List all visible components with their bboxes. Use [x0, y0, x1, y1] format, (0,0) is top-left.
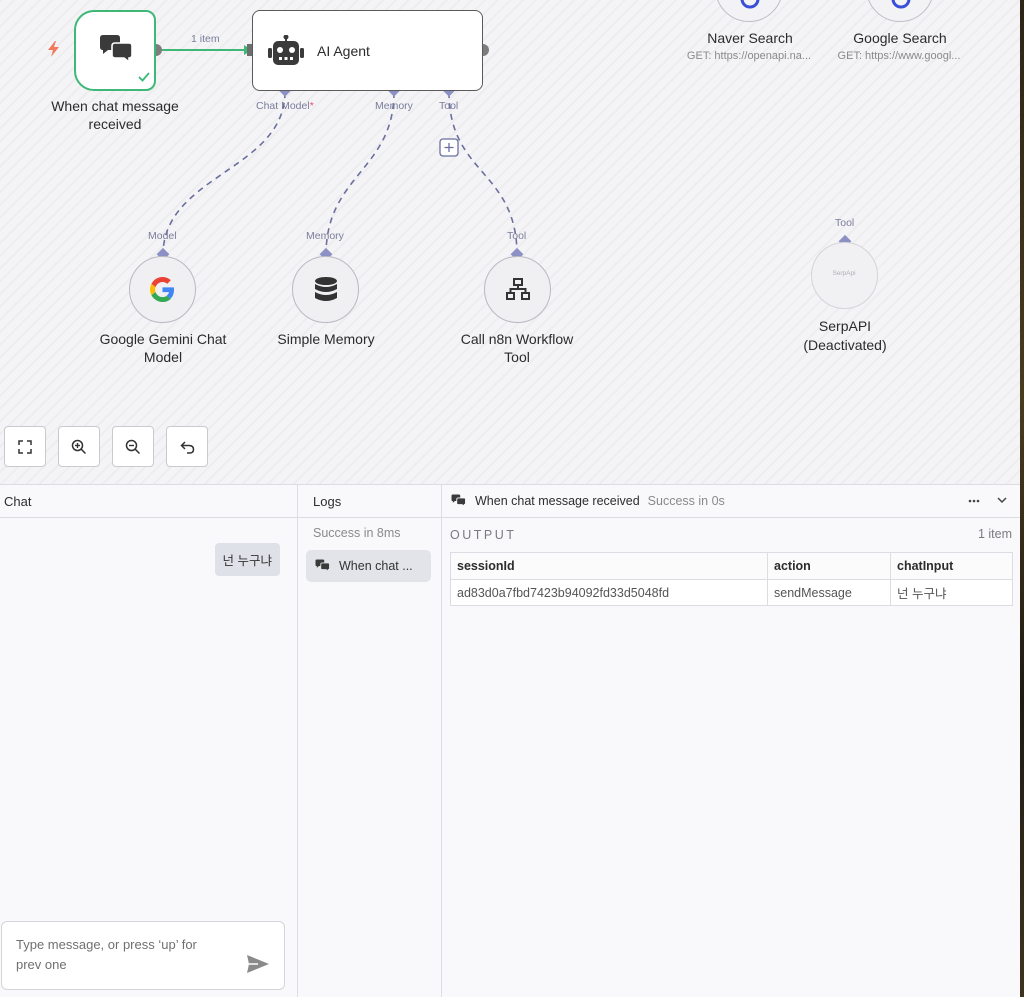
- output-panel-header: When chat message received Success in 0s: [442, 485, 1020, 518]
- output-table: sessionId action chatInput ad83d0a7fbd74…: [450, 552, 1013, 606]
- logs-list-panel: Logs Success in 8ms When chat ...: [298, 485, 442, 997]
- google-g-icon: [150, 277, 175, 302]
- desktop-background-edge: [1020, 0, 1024, 997]
- gemini-port-label: Model: [148, 230, 177, 242]
- table-cell-sessionid: ad83d0a7fbd7423b94092fd33d5048fd: [450, 579, 768, 606]
- robot-icon: [268, 35, 304, 65]
- log-entry-label: When chat ...: [339, 559, 413, 573]
- chat-bubbles-icon: [100, 35, 133, 64]
- chat-bubbles-icon: [451, 494, 466, 508]
- memory-port-label: Memory: [375, 100, 413, 112]
- simple-memory-node[interactable]: [292, 256, 359, 323]
- reset-zoom-icon: [179, 440, 194, 454]
- tool-edge: [448, 91, 518, 256]
- serpapi-logo-text: SerpApi: [832, 270, 856, 277]
- fit-view-icon: [18, 439, 32, 454]
- log-entry-trigger[interactable]: When chat ...: [306, 550, 431, 582]
- memory-edge: [325, 91, 395, 256]
- trigger-node[interactable]: [74, 10, 156, 91]
- zoom-in-button[interactable]: [58, 426, 100, 467]
- connection-item-count: 1 item: [191, 33, 220, 45]
- chat-panel-header: Chat: [0, 485, 297, 518]
- logs-panel-header: Logs: [298, 485, 441, 518]
- database-icon: [315, 277, 337, 301]
- tool-port-label: Tool: [439, 100, 459, 112]
- column-header-chatinput[interactable]: chatInput: [890, 552, 1013, 580]
- serpapi-label: SerpAPI (Deactivated): [803, 318, 887, 353]
- ai-agent-node[interactable]: AI Agent: [252, 10, 483, 91]
- logs-panel-title: Logs: [313, 493, 342, 509]
- call-workflow-tool-node[interactable]: [484, 256, 551, 323]
- node-output-panel: When chat message received Success in 0s…: [442, 485, 1020, 997]
- chat-model-port-label: Chat Model*: [256, 100, 314, 112]
- chat-input-placeholder: Type message, or press ‘up’ for prev one: [16, 937, 197, 972]
- naver-search-url: GET: https://openapi.na...: [686, 50, 812, 62]
- column-header-action[interactable]: action: [767, 552, 891, 580]
- google-gemini-label: Google Gemini Chat Model: [99, 331, 227, 365]
- globe-icon: [740, 0, 760, 9]
- serpapi-port-label: Tool: [835, 217, 855, 229]
- logs-panel-area: Chat 넌 누구냐 Type message, or press ‘up’ f…: [0, 484, 1020, 997]
- chat-panel-title: Chat: [4, 493, 32, 509]
- workflow-canvas[interactable]: When chat message received 1 item AI Age…: [0, 0, 1020, 484]
- table-row: ad83d0a7fbd7423b94092fd33d5048fd sendMes…: [450, 579, 1013, 606]
- trigger-node-label: When chat message received: [51, 98, 179, 132]
- agent-input-handle: [247, 44, 254, 56]
- table-cell-action: sendMessage: [767, 579, 891, 606]
- success-check-icon: [138, 72, 150, 82]
- table-cell-chatinput: 넌 누구냐: [890, 579, 1013, 606]
- output-header-actions: [968, 493, 1008, 507]
- call-workflow-tool-label: Call n8n Workflow Tool: [460, 331, 574, 365]
- logs-run-status: Success in 8ms: [313, 526, 401, 540]
- zoom-out-button[interactable]: [112, 426, 154, 467]
- globe-icon: [891, 0, 911, 9]
- zoom-in-icon: [71, 439, 87, 454]
- google-search-url: GET: https://www.googl...: [837, 50, 961, 62]
- naver-search-title: Naver Search: [707, 30, 793, 46]
- workflow-tool-port-label: Tool: [507, 230, 527, 242]
- send-icon[interactable]: [246, 954, 270, 974]
- simple-memory-label: Simple Memory: [277, 331, 375, 347]
- output-items-count: 1 item: [977, 527, 1012, 541]
- output-node-name: When chat message received: [475, 494, 640, 508]
- ai-agent-title: AI Agent: [317, 43, 370, 59]
- trigger-bolt-icon: [48, 41, 59, 57]
- output-table-header-row: sessionId action chatInput: [450, 552, 1013, 580]
- model-edge: [162, 91, 286, 256]
- chat-panel: Chat 넌 누구냐 Type message, or press ‘up’ f…: [0, 485, 298, 997]
- chat-bubbles-icon: [315, 559, 330, 573]
- chat-message-input[interactable]: Type message, or press ‘up’ for prev one: [1, 921, 285, 990]
- column-header-sessionid[interactable]: sessionId: [450, 552, 768, 580]
- sitemap-icon: [506, 278, 530, 300]
- simple-memory-port-label: Memory: [306, 230, 344, 242]
- output-section-label: OUTPUT: [450, 528, 517, 542]
- reset-zoom-button[interactable]: [166, 426, 208, 467]
- google-gemini-node[interactable]: [129, 256, 196, 323]
- fit-view-button[interactable]: [4, 426, 46, 467]
- google-search-title: Google Search: [853, 30, 947, 46]
- serpapi-node[interactable]: SerpApi: [811, 242, 878, 309]
- zoom-out-icon: [125, 439, 141, 454]
- user-message-bubble: 넌 누구냐: [214, 543, 280, 576]
- chevron-down-icon[interactable]: [996, 493, 1008, 507]
- more-options-icon[interactable]: [968, 493, 980, 507]
- output-run-status: Success in 0s: [647, 494, 725, 508]
